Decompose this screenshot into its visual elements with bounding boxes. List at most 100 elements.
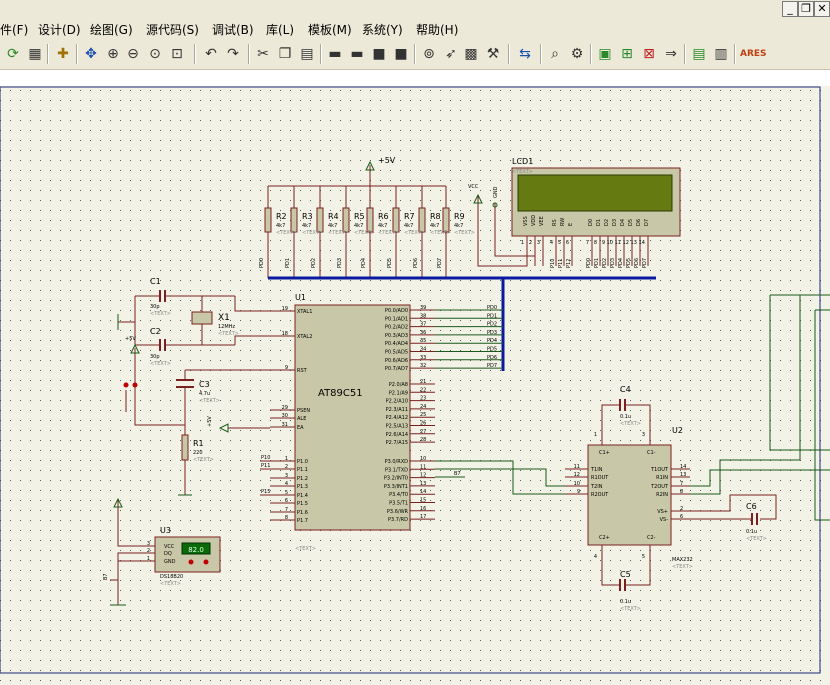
lcd-pin-name: D4: [620, 219, 626, 226]
mcu-pin-number: 11: [420, 464, 426, 470]
bom-icon[interactable]: ▤: [692, 46, 706, 62]
paste-icon[interactable]: ▤: [300, 46, 314, 62]
port1-net: P11: [261, 463, 270, 469]
menu-file[interactable]: 件(F): [0, 23, 29, 37]
net-label: PD7: [437, 258, 443, 268]
ares-icon[interactable]: ARES: [740, 49, 767, 59]
lcd-pin-name: E: [568, 223, 574, 226]
property-assignment-icon[interactable]: ⚙: [570, 46, 584, 62]
origin-icon[interactable]: ✚: [57, 46, 69, 62]
packaging-icon[interactable]: ▩: [464, 46, 478, 62]
delete-sheet-icon[interactable]: ⊠: [643, 46, 655, 62]
zoom-in-icon[interactable]: ⊕: [107, 46, 119, 62]
menu-design[interactable]: 设计(D): [38, 23, 81, 37]
mcu-pin-name: P1.0: [297, 459, 308, 465]
add-sheet-icon[interactable]: ⊞: [621, 46, 633, 62]
max232-pin-number: 7: [680, 481, 683, 487]
block-move-icon[interactable]: ▬: [350, 46, 364, 62]
r1-value: 220: [193, 450, 203, 456]
grid-icon[interactable]: ▦: [28, 46, 42, 62]
lcd-pin-name: VDD: [531, 215, 537, 226]
lcd-pin-name: VEE: [539, 216, 545, 226]
mcu-pin-name: P0.2/AD2: [385, 325, 408, 331]
mcu-pin-number: 7: [285, 507, 288, 513]
crystal-value: 12MHz: [218, 324, 235, 330]
db9-wire: [769, 295, 830, 451]
lcd-net: PD6: [634, 258, 640, 268]
c2-value: 30p: [150, 354, 160, 360]
zoom-all-icon[interactable]: ⊙: [149, 46, 161, 62]
new-sheet-icon[interactable]: ▣: [598, 46, 612, 62]
xtal2-wire: [234, 335, 270, 345]
net-label: PD6: [413, 258, 419, 268]
mcu-pin-name: P3.5/T1: [389, 501, 408, 507]
max232-pin-number: 14: [680, 464, 686, 470]
redo-icon[interactable]: ↷: [227, 46, 239, 62]
lcd-pin-name: D7: [644, 219, 650, 226]
block-rotate-icon[interactable]: ■: [372, 46, 386, 62]
search-icon[interactable]: ⌕: [551, 46, 559, 62]
mcu-pin-number: 39: [420, 305, 426, 311]
max232-pin-name: C1-: [647, 450, 656, 456]
menu-source[interactable]: 源代码(S): [146, 23, 199, 37]
mcu-pin-number: 32: [420, 363, 426, 369]
block-delete-icon[interactable]: ■: [394, 46, 408, 62]
lcd-gnd-label: GND: [493, 186, 499, 198]
decompose-icon[interactable]: ⚒: [486, 46, 500, 62]
menu-template[interactable]: 模板(M): [308, 23, 352, 37]
menu-graph[interactable]: 绘图(G): [90, 23, 133, 37]
lcd-pin-number: 1: [521, 240, 524, 246]
mcu-pin-name: P1.4: [297, 493, 308, 499]
lcd-vcc-label: VCC: [468, 184, 479, 190]
max232-pin-number: 1: [594, 432, 597, 438]
c4-text: <TEXT>: [620, 421, 641, 427]
menu-system[interactable]: 系统(Y): [362, 23, 403, 37]
net-label: PD0: [259, 258, 265, 268]
max232-pin-name: T1OUT: [650, 467, 669, 473]
copy-icon[interactable]: ❐: [278, 46, 292, 62]
mcu-pin-number: 12: [420, 473, 426, 479]
cut-icon[interactable]: ✂: [257, 46, 269, 62]
max232-pin-number: 4: [594, 554, 597, 560]
lcd-pin-name: D5: [628, 219, 634, 226]
restore-button[interactable]: ❐: [798, 1, 814, 17]
goto-sheet-icon[interactable]: ⇒: [665, 46, 677, 62]
max232-pin-name: VS-: [660, 517, 669, 523]
c6-value: 0.1u: [746, 529, 757, 535]
mcu-pin-number: 6: [285, 498, 288, 504]
undo-icon[interactable]: ↶: [205, 46, 217, 62]
lcd-pin-name: D6: [636, 219, 642, 226]
max232-text: <TEXT>: [672, 564, 693, 570]
lcd-pin-number: 9: [602, 240, 605, 246]
zoom-area-icon[interactable]: ⊡: [171, 46, 183, 62]
refresh-icon[interactable]: ⟳: [7, 46, 19, 62]
sensor-display: [181, 542, 211, 555]
mcu-pin-name: P2.3/A11: [386, 407, 408, 413]
port1-net: P10: [261, 455, 270, 461]
sensor-text: <TEXT>: [160, 581, 181, 587]
make-device-icon[interactable]: ➶: [445, 46, 457, 62]
minimize-button[interactable]: _: [782, 1, 798, 17]
menu-debug[interactable]: 调试(B): [212, 23, 254, 37]
wire-autorouter-icon[interactable]: ⇆: [519, 46, 531, 62]
mcu-pin-name: P2.2/A10: [386, 399, 408, 405]
pick-device-icon[interactable]: ⊚: [423, 46, 435, 62]
resistor-R4: [316, 207, 324, 233]
mcu-pin-number: 14: [420, 489, 426, 495]
resistor-text: <TEXT>: [276, 230, 297, 236]
pan-icon[interactable]: ✥: [85, 46, 97, 62]
block-copy-icon[interactable]: ▬: [328, 46, 342, 62]
zoom-out-icon[interactable]: ⊖: [127, 46, 139, 62]
resistor-ref: R3: [302, 212, 313, 221]
c6-ref: C6: [746, 502, 757, 511]
close-button[interactable]: ✕: [814, 1, 830, 17]
netlist-icon[interactable]: ▥: [714, 46, 728, 62]
lcd-net: PD4: [618, 258, 624, 268]
mcu-pin-name: P3.4/T0: [389, 492, 408, 498]
menu-library[interactable]: 库(L): [266, 23, 295, 37]
lcd-net: PD2: [602, 258, 608, 268]
mcu-ref: U1: [295, 293, 306, 302]
resistor-ref: R5: [354, 212, 365, 221]
menu-help[interactable]: 帮助(H): [416, 23, 459, 37]
